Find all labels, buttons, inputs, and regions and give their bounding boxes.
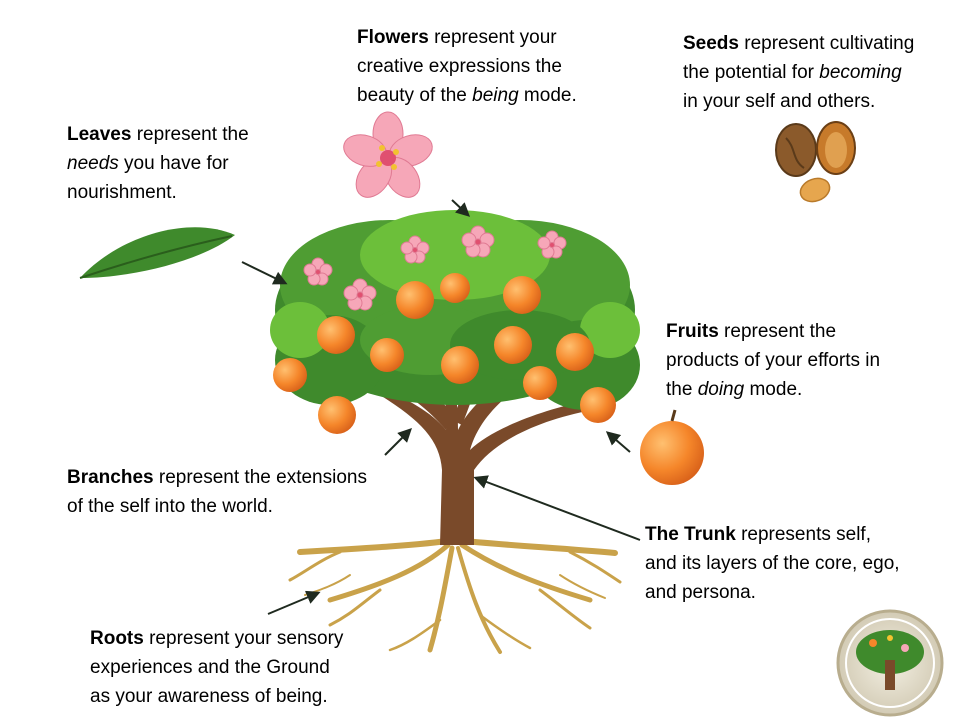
fruit-icon bbox=[640, 409, 704, 485]
flower-icon bbox=[343, 111, 433, 198]
tree-badge-icon bbox=[836, 609, 944, 717]
fruits-label: Fruits represent the products of your ef… bbox=[666, 321, 881, 400]
seeds-icon bbox=[775, 121, 856, 203]
leaves-label: Leaves represent the needs you have for … bbox=[67, 124, 249, 203]
roots-label: Roots represent your sensory experiences… bbox=[90, 628, 344, 707]
leaf-icon bbox=[79, 227, 235, 279]
seeds-label: Seeds represent cultivating the potentia… bbox=[683, 33, 915, 112]
branches-label: Branches represent the extensions of the… bbox=[67, 467, 367, 517]
tree-blossoms bbox=[303, 225, 567, 311]
trunk-label: The Trunk represents self, and its layer… bbox=[645, 524, 900, 603]
tree-fruits bbox=[273, 273, 616, 434]
arrows bbox=[241, 199, 641, 615]
flowers-label: Flowers represent your creative expressi… bbox=[357, 27, 577, 106]
